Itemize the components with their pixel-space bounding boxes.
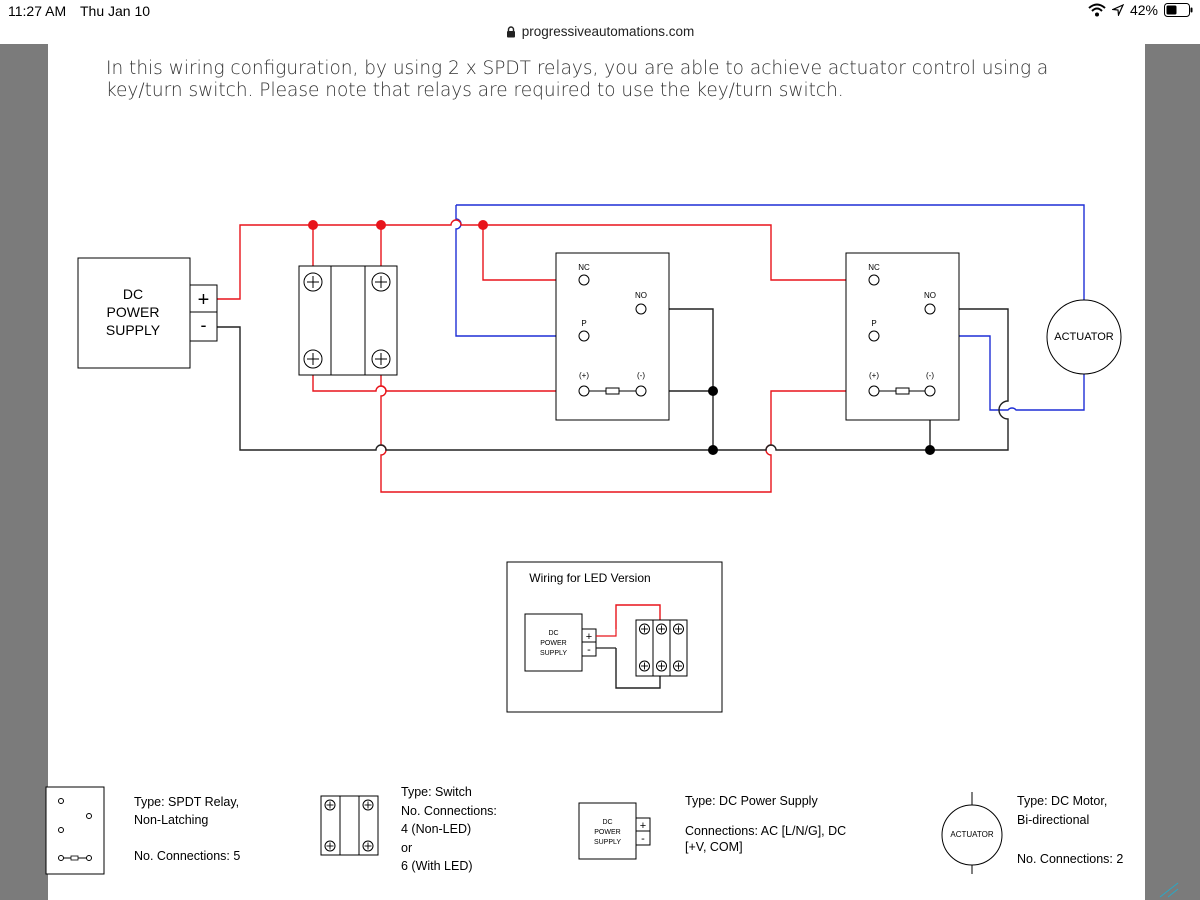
legend-power-conn1: Connections: AC [L/N/G], DC [685, 824, 846, 838]
wifi-icon [1088, 3, 1106, 17]
address-bar[interactable]: progressiveautomations.com [0, 22, 1200, 44]
legend-power-symbol: DC POWER SUPPLY + - [578, 802, 651, 860]
svg-text:ACTUATOR: ACTUATOR [950, 830, 993, 839]
svg-text:+: + [586, 631, 592, 643]
battery-percent: 42% [1129, 2, 1158, 18]
key-switch [298, 265, 398, 376]
legend-switch-connections: No. Connections: [401, 804, 497, 818]
legend-switch-c1: 4 (Non-LED) [401, 822, 471, 836]
svg-text:P: P [871, 319, 876, 328]
svg-text:NC: NC [578, 263, 590, 272]
legend-motor-connections: No. Connections: 2 [1017, 852, 1123, 866]
svg-text:-: - [587, 644, 591, 656]
svg-text:DC: DC [548, 630, 558, 637]
plus-terminal: + [198, 289, 210, 311]
switch-screw [303, 349, 323, 369]
svg-text:POWER: POWER [594, 829, 620, 836]
svg-text:ACTUATOR: ACTUATOR [1054, 331, 1114, 343]
legend-relay-connections: No. Connections: 5 [134, 849, 240, 863]
intro-paragraph: In this wiring configuration, by using 2… [106, 58, 1049, 101]
legend-switch-or: or [401, 841, 412, 855]
svg-text:DC: DC [123, 286, 143, 302]
svg-text:(+): (+) [869, 371, 879, 380]
svg-text:NO: NO [924, 291, 936, 300]
status-date: Thu Jan 10 [80, 3, 151, 19]
minus-terminal: - [201, 315, 207, 335]
legend-relay-type: Type: SPDT Relay, [134, 795, 239, 809]
location-icon [1111, 4, 1124, 16]
switch-screw [303, 272, 323, 292]
svg-text:NO: NO [635, 291, 647, 300]
svg-text:SUPPLY: SUPPLY [106, 322, 161, 338]
legend-switch-type: Type: Switch [401, 785, 472, 799]
svg-text:+: + [640, 820, 646, 832]
legend-power-type: Type: DC Power Supply [685, 794, 818, 808]
legend-motor-type2: Bi-directional [1017, 813, 1089, 827]
legend-switch-symbol [320, 795, 379, 856]
led-box-title: Wiring for LED Version [529, 571, 650, 585]
legend-motor-symbol: ACTUATOR [941, 792, 1003, 874]
svg-text:SUPPLY: SUPPLY [594, 839, 621, 846]
legend-motor-type: Type: DC Motor, [1017, 794, 1107, 808]
led-version-box: Wiring for LED Version DC POWER SUPPLY +… [506, 561, 723, 713]
page-resize-handle-icon[interactable] [1158, 882, 1180, 898]
status-time: 11:27 AM [8, 3, 67, 19]
svg-text:(-): (-) [926, 371, 934, 380]
dc-power-supply: DC POWER SUPPLY + - [77, 257, 218, 369]
svg-text:(-): (-) [637, 371, 645, 380]
status-bar: 11:27 AM Thu Jan 10 42% [0, 0, 1200, 22]
wire-junctions [308, 220, 935, 455]
status-indicators: 42% [1088, 2, 1194, 18]
relay-2: NC NO P (+) (-) [845, 252, 960, 421]
switch-screw [371, 272, 391, 292]
legend-relay-symbol [45, 786, 105, 875]
svg-text:SUPPLY: SUPPLY [540, 650, 567, 657]
blue-signal-wires [455, 204, 1085, 411]
legend-switch-c2: 6 (With LED) [401, 859, 473, 873]
lock-icon [506, 25, 515, 37]
switch-screw [371, 349, 391, 369]
svg-text:(+): (+) [579, 371, 589, 380]
svg-text:-: - [641, 833, 645, 845]
legend-power-conn2: [+V, COM] [685, 840, 743, 854]
svg-text:NC: NC [868, 263, 880, 272]
legend-relay-type2: Non-Latching [134, 813, 208, 827]
document-page [48, 44, 1145, 900]
actuator: ACTUATOR [1046, 299, 1122, 375]
url-text[interactable]: progressiveautomations.com [521, 24, 695, 39]
svg-text:DC: DC [602, 819, 612, 826]
svg-text:POWER: POWER [540, 640, 566, 647]
battery-icon [1164, 3, 1193, 17]
svg-text:P: P [581, 319, 586, 328]
svg-text:POWER: POWER [107, 304, 160, 320]
relay-1: NC NO P (+) (-) [555, 252, 670, 421]
